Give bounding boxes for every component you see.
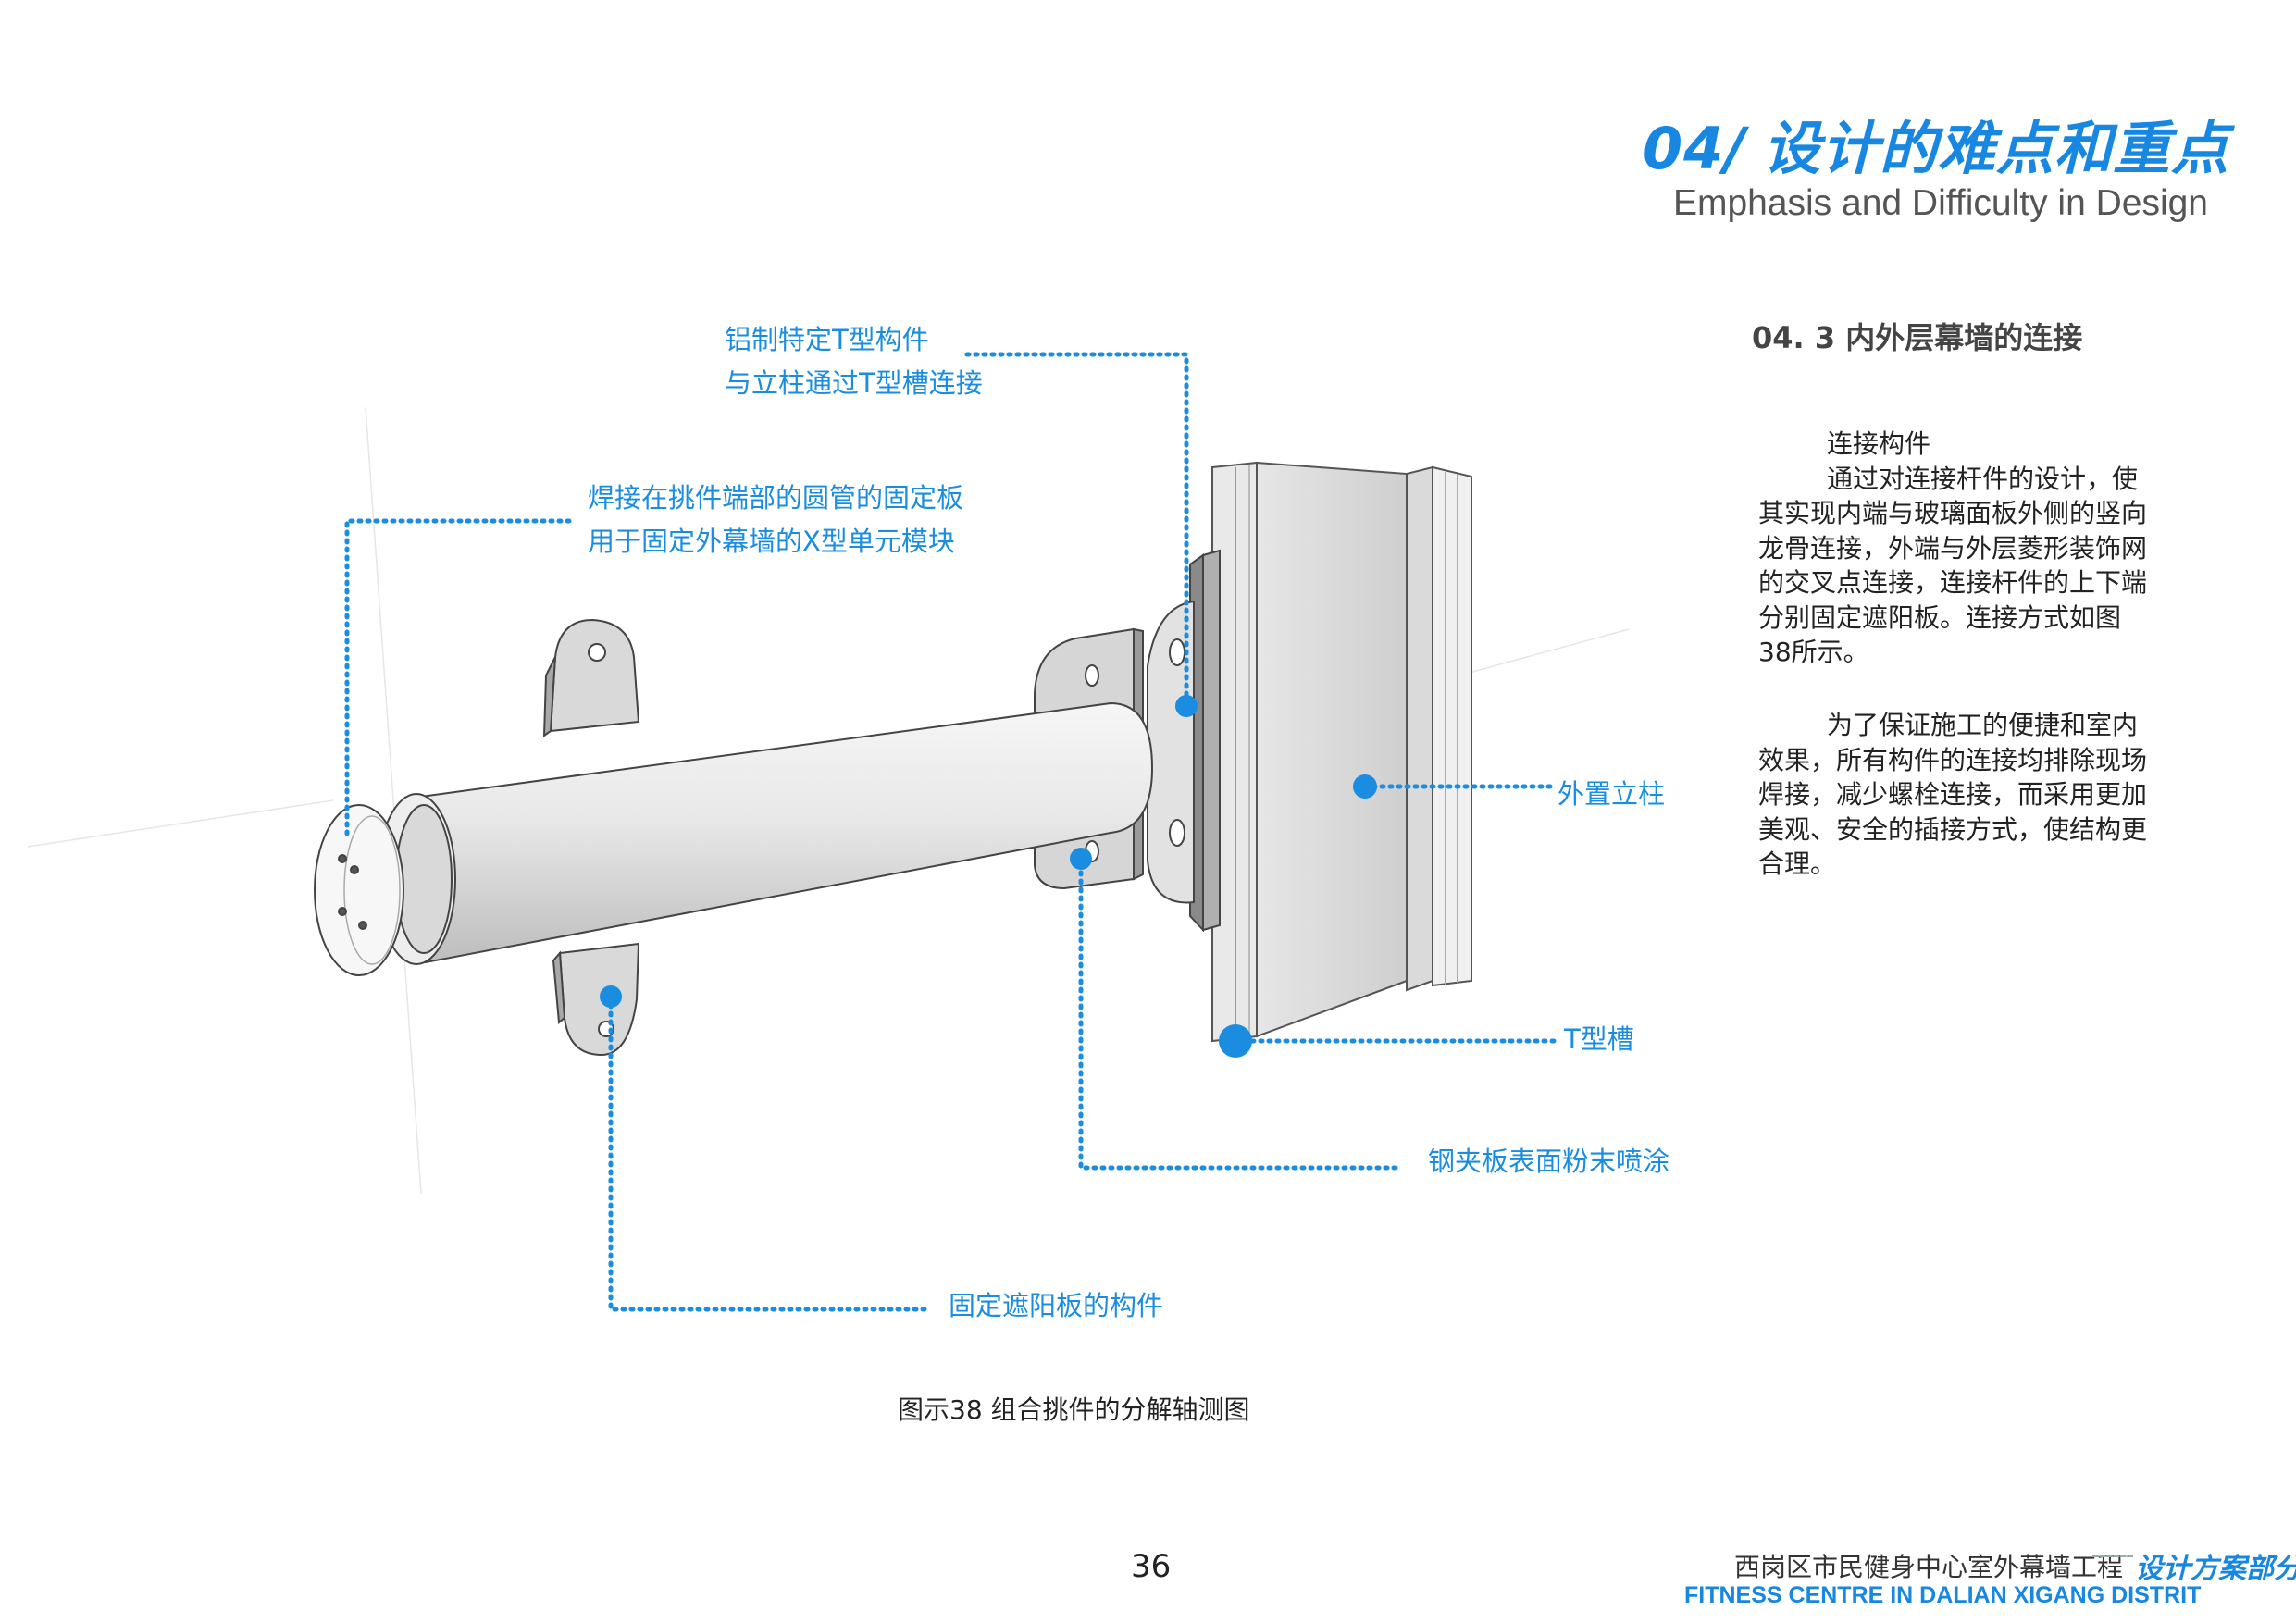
paragraph-1: 连接构件 通过对连接杆件的设计，使其实现内端与玻璃面板外侧的竖向龙骨连接，外端与… [1758, 427, 2147, 670]
callout-fixing-plate: 焊接在挑件端部的圆管的固定板 用于固定外幕墙的X型单元模块 [588, 477, 963, 564]
callout-t-part: 铝制特定T型构件 与立柱通过T型槽连接 [725, 318, 983, 405]
section-subtitle: Emphasis and Difficulty in Design [1672, 183, 2208, 223]
paragraph-2: 为了保证施工的便捷和室内效果，所有构件的连接均排除现场焊接，减少螺栓连接，而采用… [1758, 708, 2147, 882]
callout-fixing-plate-line1: 焊接在挑件端部的圆管的固定板 [588, 482, 964, 514]
callout-dots [600, 695, 1377, 1058]
callout-steel-plate: 钢夹板表面粉末喷涂 [1428, 1146, 1670, 1177]
page-number: 36 [1131, 1548, 1172, 1585]
lower-sunshade-bracket [552, 942, 640, 1057]
footer-project-en: FITNESS CENTRE IN DALIAN XIGANG DISTRIT [1684, 1582, 2202, 1608]
callout-t-part-line2: 与立柱通过T型槽连接 [725, 367, 983, 399]
figure-caption: 图示38 组合挑件的分解轴测图 [898, 1394, 1250, 1425]
upper-sunshade-bracket [542, 618, 640, 737]
callout-sunshade-part: 固定遮阳板的构件 [949, 1290, 1164, 1321]
round-tube [377, 701, 1154, 965]
callout-outer-column: 外置立柱 [1558, 778, 1666, 810]
section-number: 04/ [1643, 115, 1746, 182]
section-title: 04/设计的难点和重点 [1643, 102, 2229, 185]
footer-part: 设计方案部分 [2135, 1553, 2296, 1585]
footer-project-cn: 西岗区市民健身中心室外幕墙工程 [1734, 1552, 2124, 1582]
callout-t-slot: T型槽 [1564, 1023, 1634, 1055]
callout-leaders [344, 352, 1562, 1312]
callout-t-part-line1: 铝制特定T型构件 [725, 324, 929, 355]
footer-dash: ------ [2091, 1542, 2134, 1569]
t-connector [1147, 549, 1221, 933]
outer-column [1211, 461, 1472, 1043]
subheading: 04. 3 内外层幕墙的连接 [1752, 320, 2083, 355]
section-title-text: 设计的难点和重点 [1762, 115, 2229, 182]
paragraph-1-body: 通过对连接杆件的设计，使其实现内端与玻璃面板外侧的竖向龙骨连接，外端与外层菱形装… [1758, 463, 2148, 668]
paragraph-2-body: 为了保证施工的便捷和室内效果，所有构件的连接均排除现场焊接，减少螺栓连接，而采用… [1758, 710, 2148, 879]
paragraph-1-head: 连接构件 [1827, 428, 1931, 459]
end-plate [314, 804, 404, 976]
callout-fixing-plate-line2: 用于固定外幕墙的X型单元模块 [588, 526, 955, 557]
